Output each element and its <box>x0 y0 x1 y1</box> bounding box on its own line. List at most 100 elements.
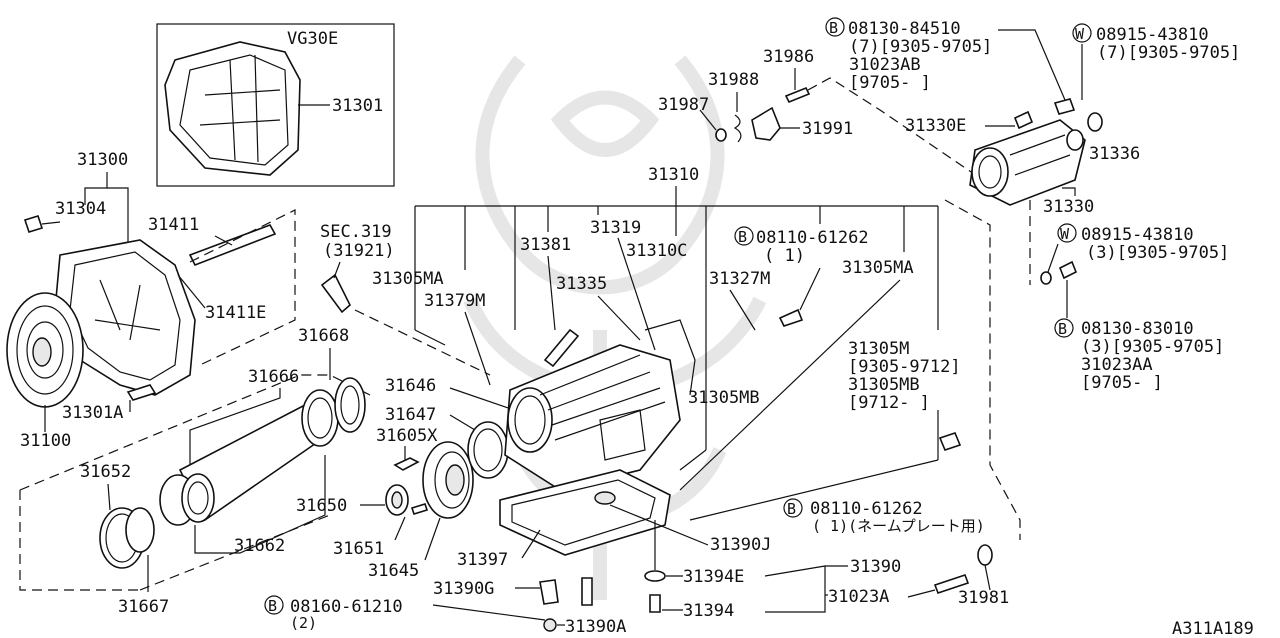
label-31381: 31381 <box>520 235 571 255</box>
label-31023A: 31023A <box>828 587 889 607</box>
inset-title: VG30E <box>287 29 338 49</box>
callout-w-08915-43810-a: W 08915-43810 (7)[9305-9705] <box>1072 23 1240 63</box>
label-31394: 31394 <box>683 601 734 621</box>
pin-31986 <box>784 86 811 104</box>
label-31304: 31304 <box>55 199 106 219</box>
drum-31666 <box>178 377 366 522</box>
clutch-hub-31662 <box>159 473 215 526</box>
label-31301: 31301 <box>332 96 383 116</box>
callout-line-1: ( 1)(ネームプレート用) <box>812 517 985 535</box>
label-31394E: 31394E <box>683 567 744 587</box>
callout-part: 08110-61262 <box>810 499 923 519</box>
callout-b-08110-61262-a: B 08110-61262 ( 1) <box>734 226 869 266</box>
torque-converter <box>6 292 84 408</box>
callout-part: 08915-43810 <box>1096 25 1209 45</box>
bracket-31390G <box>539 579 559 605</box>
callout-line-1: (7)[9305-9705] <box>1097 43 1240 63</box>
callout-line-1: (3)[9305-9705] <box>1086 243 1229 263</box>
label-31987: 31987 <box>658 95 709 115</box>
block-line-4: [9712- ] <box>848 393 930 413</box>
section-ref-sub: (31921) <box>323 241 395 261</box>
label-31662: 31662 <box>234 536 285 556</box>
svg-text:B: B <box>738 228 747 246</box>
label-31411: 31411 <box>148 215 199 235</box>
ring-31652 <box>99 507 155 569</box>
seal-31336 <box>1087 112 1103 132</box>
label-31379M: 31379M <box>424 291 485 311</box>
label-31390J: 31390J <box>710 535 771 555</box>
callout-qty: ( 1) <box>764 246 805 266</box>
bracket-31991 <box>751 106 781 141</box>
callout-part: 08915-43810 <box>1081 225 1194 245</box>
label-31646: 31646 <box>385 376 436 396</box>
label-31988: 31988 <box>708 70 759 90</box>
input-shaft-31411 <box>188 224 277 267</box>
label-31330: 31330 <box>1043 197 1094 217</box>
label-31301A: 31301A <box>62 403 123 423</box>
label-31327M: 31327M <box>709 269 770 289</box>
label-31650: 31650 <box>296 496 347 516</box>
spring-31988 <box>733 114 742 143</box>
block-line-3: 31305MB <box>848 375 920 395</box>
callout-line-1: (3)[9305-9705] <box>1081 337 1224 357</box>
block-line-1: 31305M <box>848 339 909 359</box>
callout-line-3: [9705- ] <box>849 73 931 93</box>
label-31300: 31300 <box>77 150 128 170</box>
label-31310C: 31310C <box>626 241 687 261</box>
plug-31394 <box>649 594 661 613</box>
label-31651: 31651 <box>333 539 384 559</box>
callout-b-08110-61262-b: B 08110-61262 ( 1)(ネームプレート用) <box>783 498 985 535</box>
label-31411E: 31411E <box>205 303 266 323</box>
label-31305M-block: 31305M [9305-9712] 31305MB [9712- ] <box>848 339 961 413</box>
label-31645: 31645 <box>368 561 419 581</box>
callout-line-2: 31023AA <box>1081 355 1153 375</box>
washer-31987 <box>715 128 727 142</box>
label-31986: 31986 <box>763 47 814 67</box>
oil-pan-31390 <box>499 469 671 556</box>
label-31305MA-left: 31305MA <box>372 269 444 289</box>
label-31390: 31390 <box>850 557 901 577</box>
label-31330E: 31330E <box>905 116 966 136</box>
label-31336: 31336 <box>1089 144 1140 164</box>
callout-part: 08160-61210 <box>290 597 403 617</box>
label-31305MB: 31305MB <box>688 388 760 408</box>
label-31335: 31335 <box>556 274 607 294</box>
vg30e-inset: VG30E 31301 <box>156 23 395 187</box>
callout-b-08160-61210: B 08160-61210 (2) <box>264 595 403 632</box>
label-31652: 31652 <box>80 462 131 482</box>
clip-31605X <box>393 457 420 471</box>
svg-text:W: W <box>1075 25 1085 43</box>
drawing-code: A311A189 <box>1172 619 1254 638</box>
seal-31650 <box>385 484 409 516</box>
svg-text:B: B <box>268 597 277 615</box>
svg-text:B: B <box>829 19 838 37</box>
svg-text:B: B <box>787 500 796 518</box>
callout-line-1: (2) <box>290 614 317 632</box>
callout-b-08130-84510: B 08130-84510 (7)[9305-9705] 31023AB [97… <box>825 17 992 93</box>
section-ref: SEC.319 <box>320 222 392 242</box>
callout-w-08915-43810-b: W 08915-43810 (3)[9305-9705] <box>1057 223 1229 263</box>
bolt-31390A <box>581 577 593 606</box>
block-line-2: [9305-9712] <box>848 357 961 377</box>
svg-text:W: W <box>1060 225 1070 243</box>
label-31666: 31666 <box>248 367 299 387</box>
bolt-31304 <box>23 215 44 233</box>
label-31667: 31667 <box>118 597 169 617</box>
callout-line-2: 31023AB <box>849 55 921 75</box>
label-31668: 31668 <box>298 326 349 346</box>
label-31981: 31981 <box>958 588 1009 608</box>
callout-line-1: (7)[9305-9705] <box>849 37 992 57</box>
callout-part: 08110-61262 <box>756 228 869 248</box>
lever-31921 <box>320 273 351 314</box>
label-31397: 31397 <box>457 550 508 570</box>
callout-part: 08130-84510 <box>848 19 961 39</box>
label-31647: 31647 <box>385 405 436 425</box>
transmission-case-31310 <box>504 319 696 491</box>
label-31991: 31991 <box>802 119 853 139</box>
label-31100: 31100 <box>20 431 71 451</box>
gasket-31394E <box>644 570 666 582</box>
label-31305MA-right: 31305MA <box>842 258 914 278</box>
label-31605X: 31605X <box>376 426 438 446</box>
label-31390G: 31390G <box>433 579 494 599</box>
